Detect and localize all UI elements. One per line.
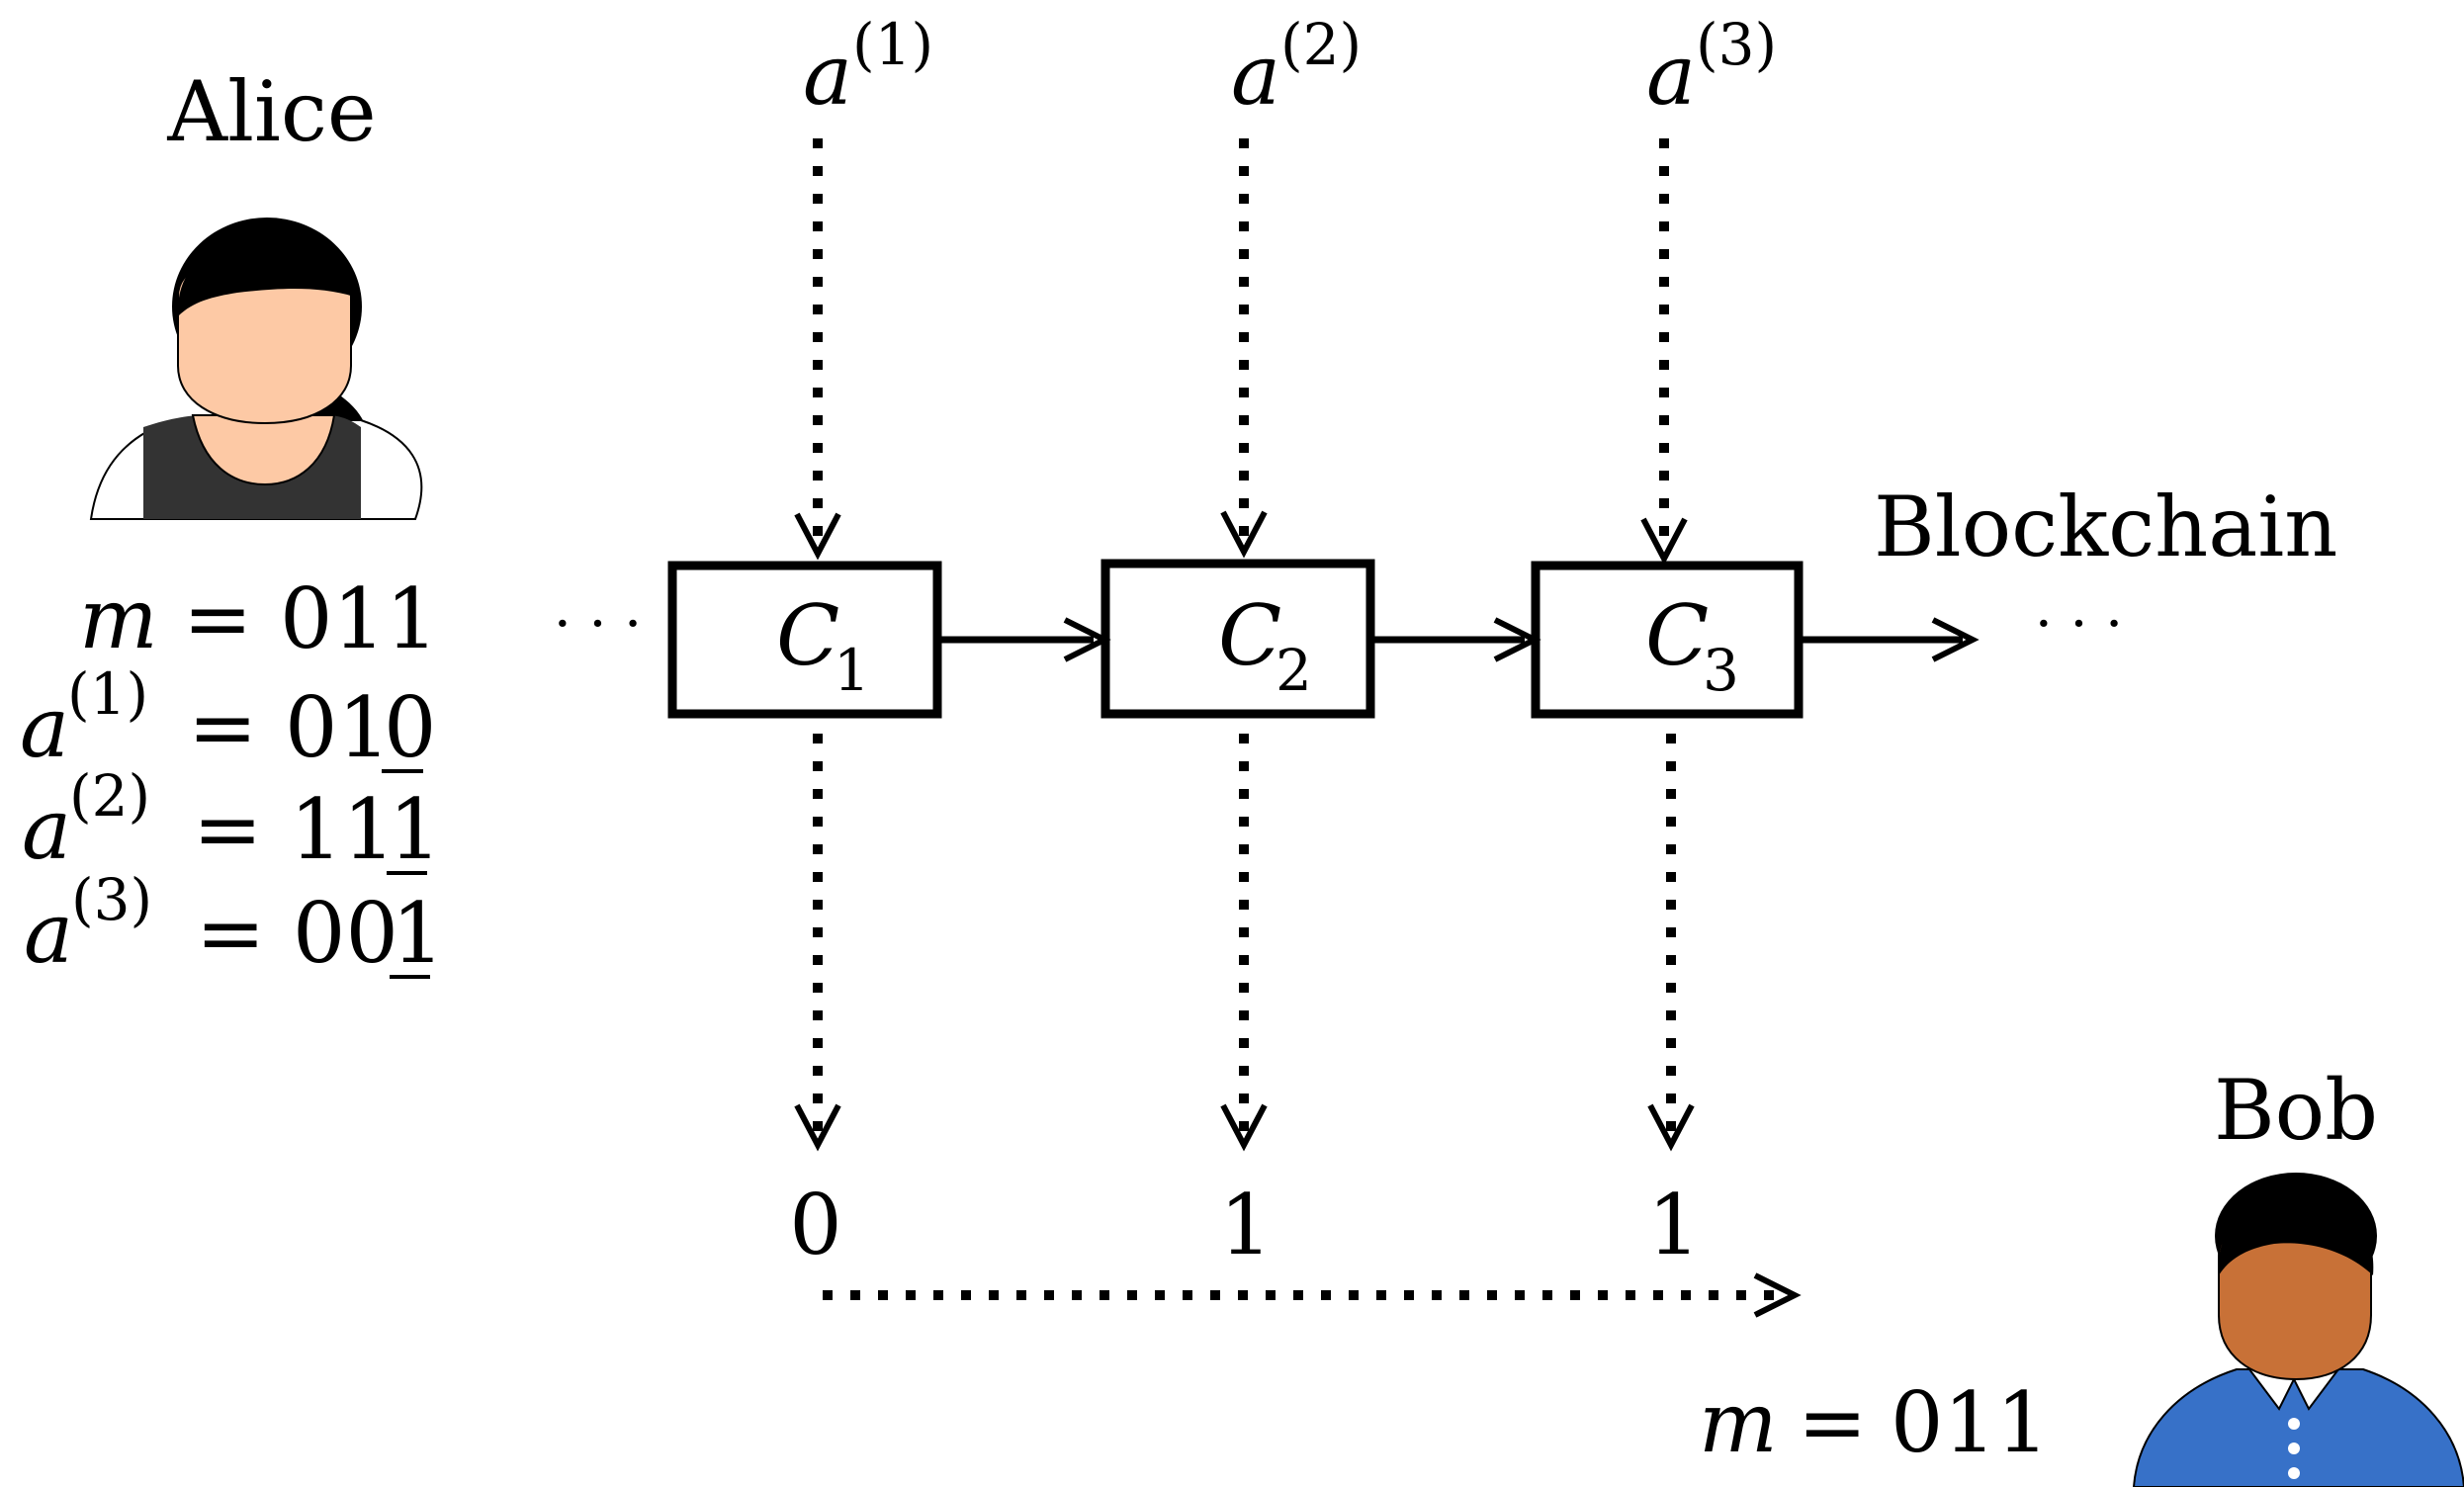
- alice-key-prefix: 00: [293, 885, 398, 982]
- alice-key-prefix: 11: [290, 781, 396, 878]
- input-var: a: [1231, 27, 1280, 124]
- block-c1-sub: 1: [834, 637, 870, 704]
- alice-name: Alice: [166, 63, 376, 160]
- alice-key-sup: (3): [71, 866, 152, 933]
- output-bits: 0 1 1: [789, 1177, 1700, 1273]
- alice-key-equals: =: [196, 885, 265, 982]
- bob-name: Bob: [2214, 1062, 2378, 1159]
- input-sup: (3): [1696, 11, 1777, 78]
- input-var: a: [803, 27, 852, 124]
- chain-arrowhead-2-3: [1493, 617, 1541, 662]
- input-arrowheads: [794, 510, 1688, 566]
- output-arrowhead-3: [1647, 1103, 1695, 1152]
- block-c2-letter: C: [1218, 587, 1281, 684]
- input-sup: (2): [1280, 11, 1362, 78]
- alice-message-var: m: [79, 570, 158, 667]
- bob-message-value: 011: [1891, 1374, 2049, 1471]
- input-sup: (1): [852, 11, 933, 78]
- alice-key-line-3: a (3) = 00 1: [24, 866, 444, 982]
- output-arrowhead-2: [1220, 1103, 1268, 1152]
- alice-key-marked-bit: 1: [389, 781, 441, 878]
- chain-arrowhead-3-out: [1931, 617, 1980, 662]
- alice-key-line-1: a (1) = 01 0: [20, 660, 436, 776]
- input-arrowhead-3: [1640, 517, 1688, 566]
- output-bit-3: 1: [1647, 1177, 1700, 1273]
- chain-arrowheads: [1063, 617, 1980, 662]
- output-bit-2: 1: [1219, 1177, 1272, 1273]
- chain-arrowhead-1-2: [1063, 617, 1111, 662]
- bob: Bob m = 011: [1699, 1062, 2464, 1487]
- bits-to-bob-arrowhead: [1753, 1272, 1802, 1318]
- block-c3-sub: 3: [1703, 637, 1739, 704]
- alice-key-sup: (2): [69, 762, 150, 830]
- alice-key-equals: =: [188, 679, 257, 776]
- bob-message-equals: =: [1798, 1374, 1867, 1471]
- input-label-3: a (3): [1646, 11, 1777, 124]
- alice-key-line-2: a (2) = 11 1: [22, 762, 441, 878]
- block-c2: C 2: [1100, 559, 1375, 719]
- input-arrows: [813, 138, 1669, 554]
- bob-avatar-icon: [2132, 1173, 2464, 1487]
- input-label-2: a (2): [1231, 11, 1362, 124]
- block-c1: C 1: [667, 561, 942, 719]
- alice-key-sup: (1): [67, 660, 148, 728]
- input-arrowhead-2: [1220, 510, 1268, 559]
- ellipsis-left: · · ·: [554, 592, 642, 656]
- input-var: a: [1646, 27, 1696, 124]
- block-c2-frame: [1100, 559, 1375, 719]
- blockchain-label: Blockchain: [1874, 479, 2337, 575]
- block-c2-sub: 2: [1276, 637, 1312, 704]
- alice-key-var: a: [24, 885, 73, 982]
- blockchain: Blockchain · · · · · · C 1 C 2 C 3: [554, 479, 2337, 719]
- alice-key-marked-bit: 0: [384, 679, 436, 776]
- block-c3: C 3: [1531, 561, 1804, 719]
- alice-key-prefix: 01: [285, 679, 391, 776]
- output-arrowhead-1: [794, 1103, 841, 1152]
- block-c1-frame: [667, 561, 942, 719]
- input-arrowhead-1: [794, 512, 841, 561]
- alice-message-value: 011: [280, 570, 438, 667]
- block-c3-letter: C: [1645, 587, 1709, 684]
- alice-key-marked-bit: 1: [392, 885, 444, 982]
- output-arrows: [813, 734, 1676, 1137]
- block-c1-letter: C: [776, 587, 839, 684]
- input-label-1: a (1): [803, 11, 933, 124]
- bob-message-line: m = 011: [1699, 1374, 2049, 1471]
- ellipsis-right: · · ·: [2035, 592, 2123, 656]
- alice-avatar-icon: [89, 218, 423, 520]
- alice-key-equals: =: [193, 781, 262, 878]
- alice-message-line: m = 011: [79, 570, 438, 667]
- alice: Alice m = 011 a (1) =: [20, 63, 444, 982]
- alice-key-var: a: [20, 679, 69, 776]
- alice-key-var: a: [22, 781, 71, 878]
- output-arrowheads: [794, 1103, 1695, 1152]
- alice-message-equals: =: [183, 570, 252, 667]
- output-bit-1: 0: [789, 1177, 841, 1273]
- bob-message-var: m: [1699, 1374, 1778, 1471]
